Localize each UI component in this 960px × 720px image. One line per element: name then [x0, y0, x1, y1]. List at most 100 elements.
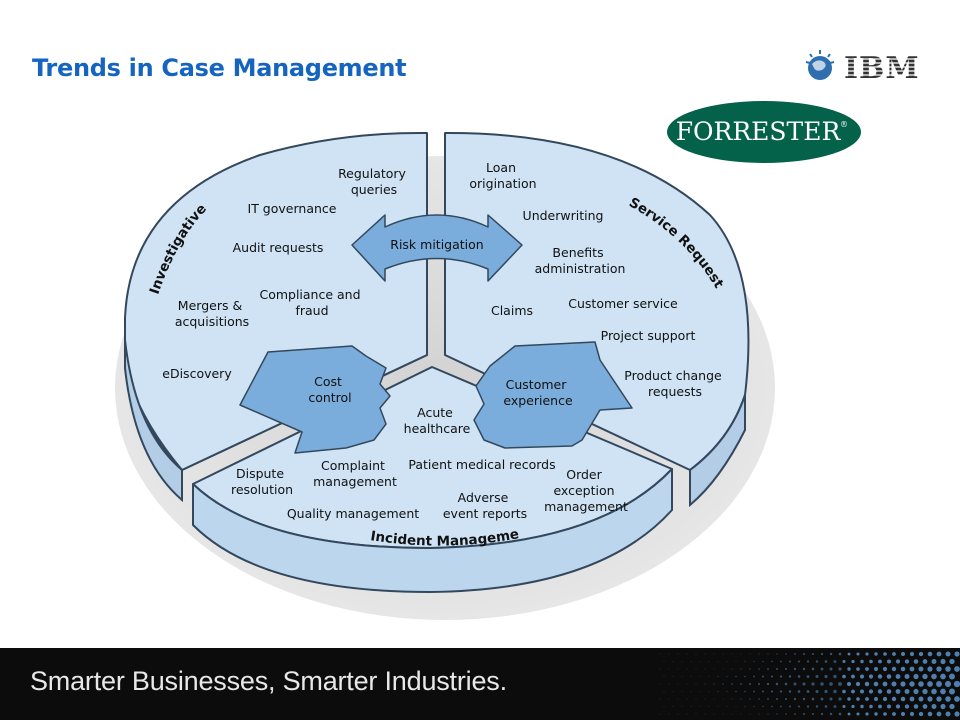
footer-dot [873, 681, 879, 687]
footer-dot [883, 712, 887, 716]
footer-dot [824, 674, 828, 679]
footer-dot [713, 668, 715, 670]
footer-dot [904, 689, 910, 694]
label-adverse-event-reports: Adverse event reports [443, 490, 527, 521]
footer-dot [758, 653, 760, 655]
footer-dot [869, 704, 873, 709]
label-dispute-resolution: Dispute resolution [231, 466, 293, 497]
footer-dot [740, 653, 742, 655]
footer-dot [877, 674, 883, 679]
footer-dot [922, 673, 928, 680]
customer-experience-label: Customer experience [503, 377, 573, 408]
footer-dot [824, 660, 828, 663]
footer-dot [815, 705, 819, 708]
footer-dot [944, 680, 952, 688]
footer-dot [695, 698, 697, 700]
footer-dot [838, 712, 842, 716]
label-customer-service: Customer service [568, 296, 678, 311]
footer-dot [874, 697, 878, 701]
footer-dot [681, 661, 683, 662]
footer-dot [865, 697, 869, 701]
footer-dot [753, 690, 755, 693]
footer-dot [878, 659, 882, 664]
footer-dot [695, 653, 697, 655]
footer-dot [918, 651, 924, 657]
footer-dot [659, 698, 661, 700]
footer-dot [864, 681, 870, 687]
footer-dot [776, 698, 778, 700]
footer-dot [779, 675, 783, 678]
footer-dot [668, 668, 670, 670]
footer-dot [722, 668, 724, 670]
footer-dot [762, 705, 764, 708]
footer-dot [882, 666, 888, 672]
footer-dot [753, 675, 755, 678]
footer-dot [806, 705, 810, 708]
footer-dot [900, 666, 906, 672]
footer-dot [663, 676, 665, 677]
footer-dot [789, 660, 791, 663]
footer-dot [708, 676, 710, 677]
footer-dot [829, 712, 833, 716]
footer-dot [776, 668, 778, 670]
footer-dot [803, 713, 805, 715]
footer-dot [954, 666, 960, 672]
footer-dot [744, 661, 746, 662]
label-project-support: Project support [601, 328, 696, 343]
footer-dot [780, 705, 782, 708]
footer-dot [891, 696, 897, 702]
footer-dot [901, 652, 905, 656]
footer-dot [663, 691, 665, 692]
footer-dot [731, 668, 733, 670]
label-complaint-management: Complaint management [313, 458, 397, 489]
footer-dot [909, 696, 915, 702]
forrester-logo: FORRESTER ® [667, 101, 861, 163]
footer-dot [820, 697, 824, 701]
ibm-wordmark: IBM [844, 51, 920, 86]
footer-dot [686, 653, 688, 655]
footer-dot [945, 651, 951, 657]
footer-dot [797, 660, 801, 663]
footer-dot [806, 675, 810, 678]
footer-dot [659, 653, 661, 655]
footer-dot [922, 704, 928, 709]
footer-dot [771, 705, 773, 708]
footer-dot [722, 713, 724, 715]
footer-dot [780, 660, 782, 663]
footer-dot [802, 697, 806, 701]
footer-dot [735, 706, 737, 707]
footer-dot [789, 705, 791, 708]
footer-dot [744, 690, 746, 693]
footer-dot [851, 689, 855, 694]
footer-dot [659, 668, 661, 670]
footer-dot [704, 653, 706, 655]
footer-dot [895, 674, 901, 679]
footer-dot [936, 681, 942, 687]
ibm-logo: IBM [805, 50, 928, 86]
footer-dot [833, 689, 837, 694]
footer-dot [824, 689, 828, 694]
footer-dot [757, 682, 761, 686]
footer-dot [722, 698, 724, 700]
footer-dot [779, 690, 783, 693]
footer-dot [704, 713, 706, 715]
footer-dot [847, 652, 851, 656]
footer-dot [940, 688, 946, 695]
footer-dot [744, 675, 746, 678]
footer-dot [731, 713, 733, 715]
footer-dot [847, 667, 851, 671]
footer-dot [690, 676, 692, 677]
footer-dot [949, 658, 955, 665]
footer-dot [811, 682, 815, 686]
footer-dot [909, 666, 915, 672]
footer-dot [847, 712, 851, 716]
footer-dot [829, 652, 833, 656]
footer-dot [949, 688, 955, 695]
footer-dot [713, 698, 715, 700]
footer-dot [785, 653, 787, 655]
footer-dot [704, 698, 706, 700]
footer-dot [895, 659, 901, 664]
footer-dot [686, 668, 688, 670]
footer-dot [913, 673, 919, 680]
footer-dot [887, 704, 891, 709]
